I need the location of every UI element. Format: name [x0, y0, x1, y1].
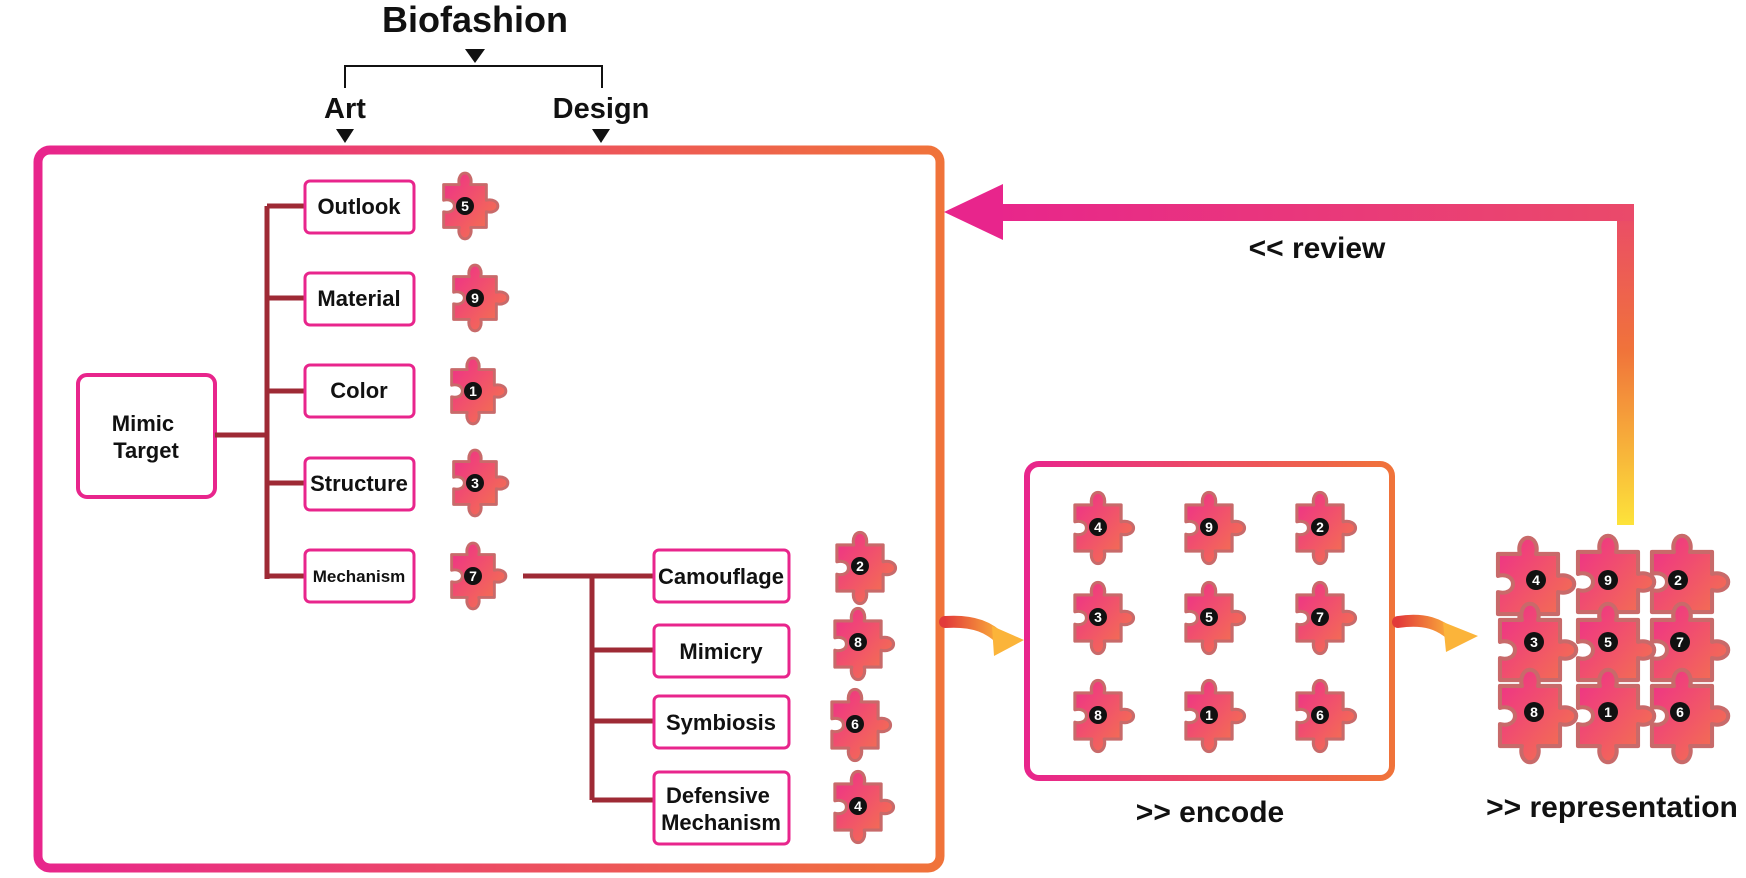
representation-piece: 2: [1652, 536, 1728, 628]
category-color-label: Color: [330, 378, 388, 403]
puzzle-piece-structure: 3: [452, 448, 510, 518]
puzzle-piece-mechanism: 7: [450, 541, 508, 611]
diagram-title: Biofashion: [382, 0, 568, 40]
mimic-target-line2: Target: [113, 438, 179, 463]
puzzle-number: 3: [1094, 609, 1102, 625]
puzzle-number: 7: [1676, 634, 1684, 650]
puzzle-number: 6: [1316, 707, 1324, 723]
encode-piece: 5: [1184, 580, 1247, 656]
encode-piece: 4: [1073, 490, 1136, 566]
puzzle-piece-material: 9: [452, 263, 510, 333]
encode-pieces: 4 9 2 3 5 7 8 1 6: [1073, 490, 1358, 754]
puzzle-number: 5: [1205, 609, 1213, 625]
representation-grid: 4 9 2 3 5 7 8 1 6: [1498, 536, 1728, 762]
puzzle-number: 9: [1604, 572, 1612, 588]
category-material: Material: [303, 271, 416, 327]
puzzle-number: 1: [1604, 704, 1612, 720]
representation-piece: 4: [1498, 538, 1574, 630]
encode-piece: 3: [1073, 580, 1136, 656]
review-arrow-icon: [944, 184, 1634, 525]
branch-design: Design: [553, 93, 650, 125]
puzzle-piece-camouflage: 2: [835, 530, 898, 606]
puzzle-number: 6: [851, 716, 859, 732]
mechanism-defensive-label: Defensive Mechanism: [661, 783, 781, 835]
review-caption: << review: [1249, 232, 1386, 265]
encode-piece: 6: [1295, 678, 1358, 754]
puzzle-number: 2: [1674, 572, 1682, 588]
category-tree-lines: [215, 203, 305, 579]
art-arrow-icon: [336, 129, 354, 143]
puzzle-number: 1: [1205, 707, 1213, 723]
arrow-to-representation-icon: [1392, 614, 1478, 652]
encode-piece: 1: [1184, 678, 1247, 754]
category-outlook: Outlook: [303, 179, 416, 235]
mechanism-symbiosis-label: Symbiosis: [666, 710, 776, 735]
puzzle-number: 4: [854, 798, 862, 814]
puzzle-piece-mimicry: 8: [833, 606, 896, 682]
encode-piece: 8: [1073, 678, 1136, 754]
category-structure-label: Structure: [310, 471, 408, 496]
puzzle-number: 7: [1316, 609, 1324, 625]
puzzle-piece-color: 1: [450, 356, 508, 426]
category-mechanism: Mechanism: [303, 548, 416, 604]
category-structure: Structure: [303, 456, 416, 512]
puzzle-number: 3: [1530, 634, 1538, 650]
puzzle-number: 8: [1094, 707, 1102, 723]
encode-piece: 7: [1295, 580, 1358, 656]
puzzle-number: 5: [1604, 634, 1612, 650]
arrow-to-encode-icon: [939, 615, 1024, 656]
representation-piece: 3: [1500, 604, 1576, 696]
puzzle-number: 4: [1094, 519, 1102, 535]
puzzle-number: 9: [471, 290, 479, 306]
representation-piece: 5: [1578, 604, 1654, 696]
mechanism-camouflage: Camouflage: [652, 548, 791, 604]
puzzle-number: 1: [469, 383, 477, 399]
representation-piece: 8: [1500, 670, 1576, 762]
category-outlook-label: Outlook: [317, 194, 401, 219]
puzzle-number: 2: [1316, 519, 1324, 535]
puzzle-number: 4: [1532, 572, 1540, 588]
encode-caption: >> encode: [1136, 796, 1284, 829]
category-color: Color: [303, 363, 416, 419]
mimic-target-line1: Mimic: [112, 411, 174, 436]
puzzle-number: 2: [856, 558, 864, 574]
category-material-label: Material: [317, 286, 400, 311]
puzzle-piece-symbiosis: 6: [830, 687, 893, 763]
puzzle-number: 7: [469, 568, 477, 584]
puzzle-number: 5: [461, 198, 469, 214]
representation-piece: 6: [1652, 670, 1728, 762]
branch-art: Art: [324, 93, 366, 125]
representation-piece: 9: [1578, 536, 1654, 628]
mechanism-defensive-line2: Mechanism: [661, 810, 781, 835]
encode-piece: 2: [1295, 490, 1358, 566]
puzzle-number: 9: [1205, 519, 1213, 535]
puzzle-piece-outlook: 5: [442, 171, 500, 241]
mechanism-mimicry: Mimicry: [652, 623, 791, 679]
mechanism-mimicry-label: Mimicry: [679, 639, 763, 664]
mimic-target-label: Mimic Target: [112, 411, 180, 463]
title-bracket: [344, 49, 603, 88]
puzzle-number: 8: [1530, 704, 1538, 720]
representation-caption: >> representation: [1486, 791, 1738, 824]
main-frame: [33, 145, 945, 873]
puzzle-number: 8: [854, 634, 862, 650]
category-mechanism-label: Mechanism: [313, 567, 406, 586]
encode-piece: 9: [1184, 490, 1247, 566]
representation-piece: 7: [1652, 604, 1728, 696]
mechanism-tree-lines: [523, 573, 654, 803]
mechanism-defensive-line1: Defensive: [666, 783, 770, 808]
puzzle-piece-defensive: 4: [833, 769, 896, 845]
design-arrow-icon: [592, 129, 610, 143]
puzzle-number: 6: [1676, 704, 1684, 720]
mechanism-camouflage-label: Camouflage: [658, 564, 784, 589]
mechanism-symbiosis: Symbiosis: [652, 694, 791, 750]
mimic-target-box: [76, 373, 217, 499]
puzzle-number: 3: [471, 475, 479, 491]
mechanism-defensive: Defensive Mechanism: [652, 770, 791, 846]
representation-piece: 1: [1578, 670, 1654, 762]
